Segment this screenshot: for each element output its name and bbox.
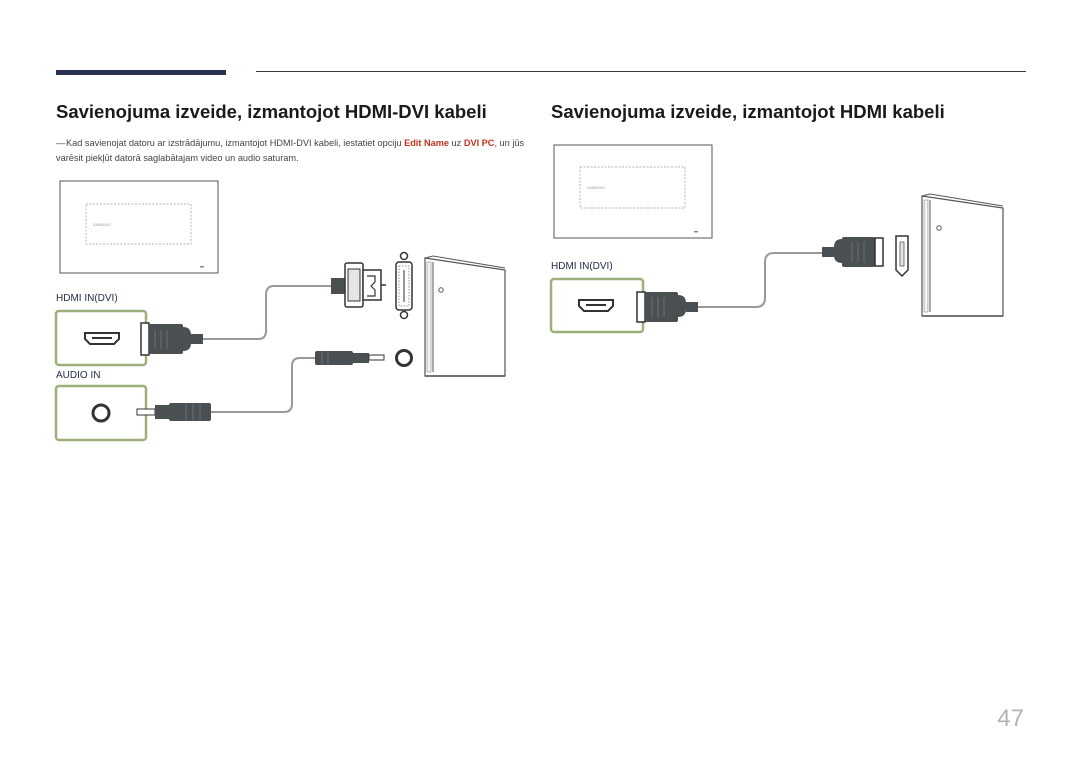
pc-audio-jack-icon [395,349,413,367]
audio-plug-bottom [136,403,211,421]
left-monitor-illustration: SAMSUNG [59,180,219,274]
left-pc-tower [424,255,506,377]
edit-name-option: Edit Name [404,138,449,148]
right-hdmi-port-icon [549,277,645,334]
header-rule [256,71,1026,72]
left-hdmi-port-icon [54,309,148,367]
left-hdmi-port-label: HDMI IN(DVI) [56,293,118,304]
left-section-title: Savienojuma izveide, izmantojot HDMI-DVI… [56,101,487,122]
note-dash-icon: — [56,138,66,148]
hdmi-dvi-cable [203,285,332,340]
note-paragraph: —Kad savienojat datoru ar izstrādājumu, … [56,138,525,163]
page-number: 47 [997,705,1024,732]
right-hdmi-port-label: HDMI IN(DVI) [551,261,613,272]
left-hdmi-plug [140,322,203,356]
right-pc-tower [921,193,1004,317]
right-section-title: Savienojuma izveide, izmantojot HDMI kab… [551,101,945,122]
dvi-plug [331,262,386,308]
right-hdmi-plug-pc [822,237,884,267]
audio-plug-top [315,351,385,365]
dvi-pc-option: DVI PC [463,138,495,148]
left-monitor-brand: SAMSUNG [93,223,111,227]
pc-hdmi-port-icon [895,235,909,278]
audio-cable [211,357,315,413]
right-monitor-brand: SAMSUNG [587,186,605,190]
dvi-port-icon [395,251,413,320]
header-accent-bar [56,70,226,75]
audio-port-label: AUDIO IN [56,370,101,381]
hdmi-cable [698,252,822,308]
right-monitor-illustration: SAMSUNG [553,144,713,239]
right-hdmi-plug-monitor [636,291,698,323]
audio-in-port-icon [54,384,148,442]
